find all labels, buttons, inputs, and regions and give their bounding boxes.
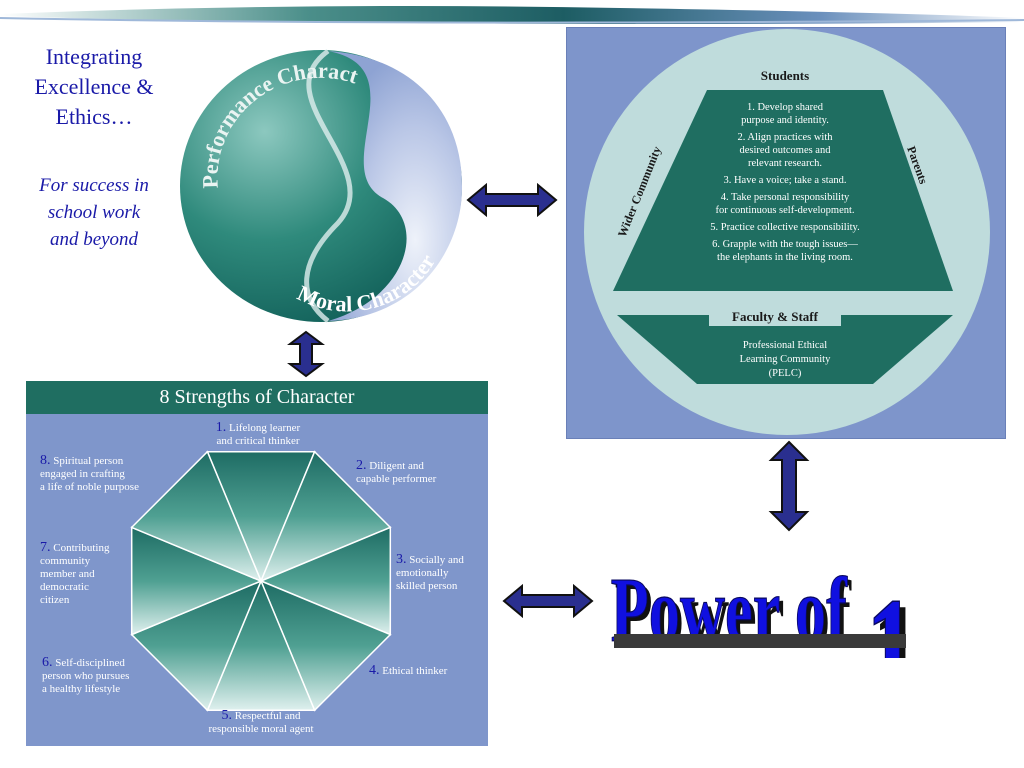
strength-text: and critical thinker (216, 435, 300, 447)
school-model-diagram: Students Wider Community Parents 1. Deve… (584, 29, 990, 435)
principles-trapezoid (613, 90, 953, 291)
horizontal-double-arrow-top (466, 183, 558, 217)
principle-line: 1. Develop shared (747, 102, 824, 113)
strength-text: Lifelong learner (229, 422, 301, 434)
principle-line: 3. Have a voice; take a stand. (723, 175, 846, 186)
strengths-title: 8 Strengths of Character (26, 381, 488, 414)
strength-text: engaged in crafting (40, 468, 125, 480)
strength-number: 2. (356, 458, 367, 473)
strength-text: capable performer (356, 473, 437, 485)
students-label: Students (761, 68, 809, 83)
strength-item-5: 5. Respectful and responsible moral agen… (191, 709, 331, 736)
strength-number: 5. (221, 708, 233, 723)
strength-text: community (40, 555, 91, 567)
strength-text: Socially and (409, 554, 464, 566)
intro-title-line: Integrating (45, 44, 143, 69)
strength-text: Contributing (53, 542, 110, 554)
principle-line: 2. Align practices with (737, 132, 833, 143)
vertical-double-arrow-right (768, 440, 810, 532)
pelc-line: (PELC) (769, 368, 802, 379)
strength-item-6: 6. Self-disciplined person who pursues a… (42, 656, 129, 696)
principle-line: desired outcomes and (740, 145, 832, 156)
strength-text: member and (40, 568, 95, 580)
strength-item-4: 4. Ethical thinker (369, 664, 447, 678)
principle-line: 6. Grapple with the tough issues— (712, 239, 858, 250)
faculty-staff-tab (709, 304, 841, 326)
intro-title: Integrating Excellence & Ethics… (14, 42, 174, 132)
strength-item-7: 7. Contributing community member and dem… (40, 541, 109, 607)
power-underline (614, 634, 906, 648)
intro-title-line: Excellence & (34, 74, 154, 99)
strengths-panel: 8 Strengths of Character 1. Lifelong lea… (26, 381, 488, 746)
pelc-trapezoid (617, 315, 953, 384)
principle-line: relevant research. (748, 158, 822, 169)
intro-subtitle-line: For success in (39, 175, 149, 196)
intro-text: Integrating Excellence & Ethics… For suc… (14, 42, 174, 253)
principle-line: purpose and identity. (741, 115, 829, 126)
strength-number: 4. (369, 663, 380, 678)
strength-text: emotionally (396, 567, 449, 579)
strength-item-3: 3. Socially and emotionally skilled pers… (396, 553, 464, 593)
principle-line: 5. Practice collective responsibility. (710, 222, 859, 233)
strength-text: democratic (40, 581, 89, 593)
strength-item-2: 2. Diligent and capable performer (356, 459, 436, 486)
intro-title-line: Ethics… (55, 104, 133, 129)
strength-item-8: 8. Spiritual person engaged in crafting … (40, 454, 139, 494)
strength-number: 8. (40, 453, 51, 468)
strength-text: Spiritual person (53, 455, 124, 467)
principle-line: 4. Take personal responsibility (721, 192, 850, 203)
strength-text: a life of noble purpose (40, 481, 139, 493)
strength-number: 1. (215, 420, 227, 435)
strength-text: person who pursues (42, 670, 130, 682)
principle-line: the elephants in the living room. (717, 252, 853, 263)
pelc-line: Learning Community (740, 354, 831, 365)
strength-text: Ethical thinker (382, 665, 448, 677)
strength-text: skilled person (396, 580, 458, 592)
vertical-double-arrow-left (287, 330, 325, 378)
strength-text: a healthy lifestyle (42, 683, 121, 695)
horizontal-double-arrow-bottom (502, 584, 594, 618)
strength-text: responsible moral agent (208, 723, 314, 735)
principle-line: for continuous self-development. (715, 205, 854, 216)
intro-subtitle: For success in school work and beyond (14, 172, 174, 253)
intro-subtitle-line: and beyond (49, 229, 139, 250)
header-swoosh (0, 6, 1024, 24)
strength-text: Diligent and (369, 460, 424, 472)
strength-text: Respectful and (234, 710, 301, 722)
faculty-staff-label: Faculty & Staff (732, 309, 819, 324)
strength-text: Self-disciplined (55, 657, 125, 669)
octagon-wedge (130, 450, 263, 583)
strength-number: 6. (42, 655, 53, 670)
octagon-diagram (130, 450, 392, 712)
yin-yang-sphere: Performance Character Moral Character (178, 48, 463, 323)
power-of-one: Power of Power of 1 1 (610, 559, 922, 658)
strength-number: 7. (40, 540, 51, 555)
strength-item-1: 1. Lifelong learner and critical thinker (208, 421, 308, 448)
principles-list: 1. Develop shared purpose and identity. 2.… (710, 102, 859, 263)
pelc-line: Professional Ethical (743, 340, 827, 351)
strength-text: citizen (40, 594, 70, 606)
intro-subtitle-line: school work (47, 202, 141, 223)
strength-number: 3. (396, 552, 407, 567)
school-model-panel: Students Wider Community Parents 1. Deve… (566, 27, 1006, 439)
